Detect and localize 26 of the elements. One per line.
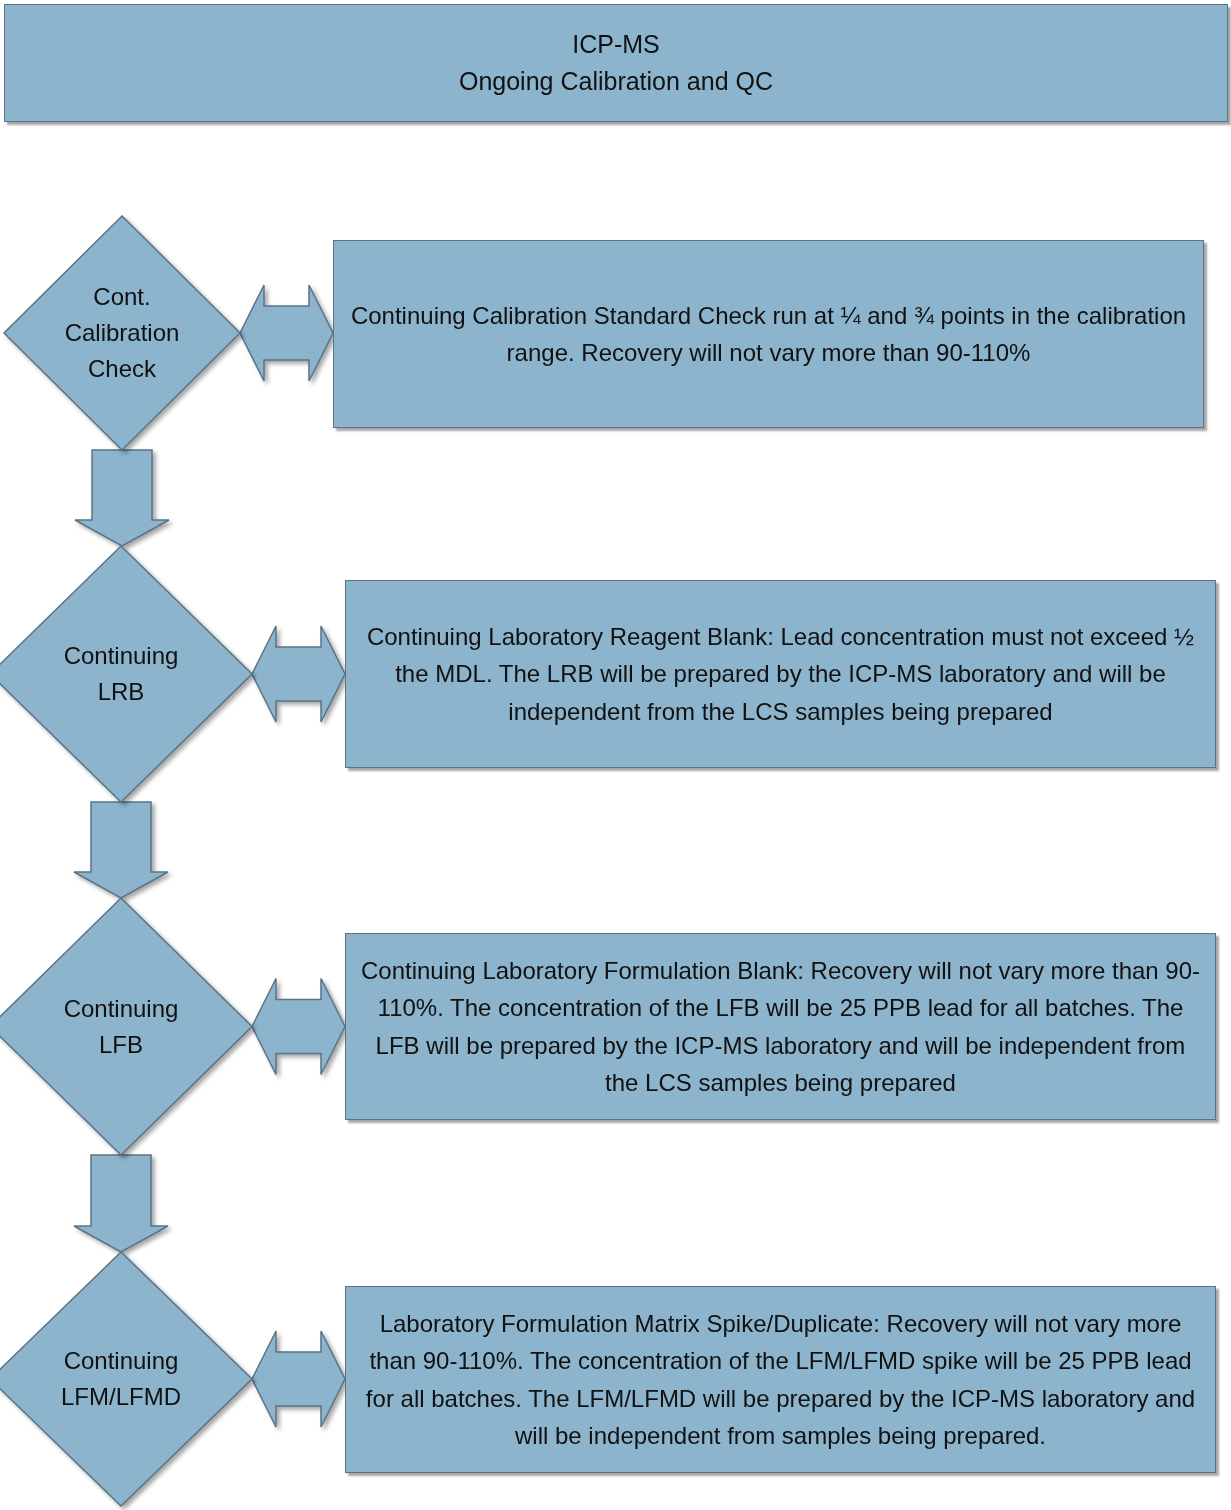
title-text: Ongoing Calibration and QC [458,66,774,97]
block-arrow [251,1330,346,1428]
decision-diamond [0,546,252,802]
description-text: Continuing Laboratory Reagent Blank: Lead concentration must not exceed ½ the MDL. The LRB will be prepared by the ICP-MS laboratory and will be independent from the LCS samples being prepared [365,621,1196,727]
block-arrow [73,1154,169,1253]
process-box [345,1286,1216,1473]
diamond-label: Cont. Calibration Check [63,282,181,384]
title-box [4,4,1228,122]
block-arrow [73,801,169,899]
decision-diamond [4,216,240,450]
block-arrow [239,284,334,382]
diamond-label: Continuing LFM/LFMD [60,1346,182,1412]
block-arrow [251,625,346,723]
description-text: Continuing Laboratory Formulation Blank: Recovery will not vary more than 90-110%. The concentration of the LFB will be 25 PPB lead for all batches. The LFB will be prepared by the ICP-MS laboratory and will be independent from the LCS samples being prepared [359,955,1202,1098]
title-text: ICP-MS [572,28,660,60]
diamond-label: Continuing LFB [62,993,180,1060]
decision-diamond [0,898,252,1155]
block-arrow [251,977,346,1076]
description-text: Laboratory Formulation Matrix Spike/Duplicate: Recovery will not vary more than 90-110%. The concentration of the LFM/LFMD spike will be 25 PPB lead for all batches. The LFM/LFMD will be prepared by the ICP-MS laboratory and will be independent from samples being prepared. [364,1308,1197,1451]
process-box [333,240,1204,428]
description-text: Continuing Calibration Standard Check run at ¼ and ¾ points in the calibration range. Recovery will not vary more than 90-110% [349,300,1188,368]
diamond-label: Continuing LRB [62,641,180,707]
process-box [345,933,1216,1120]
decision-diamond [0,1252,252,1506]
block-arrow [74,449,170,547]
process-box [345,580,1216,768]
